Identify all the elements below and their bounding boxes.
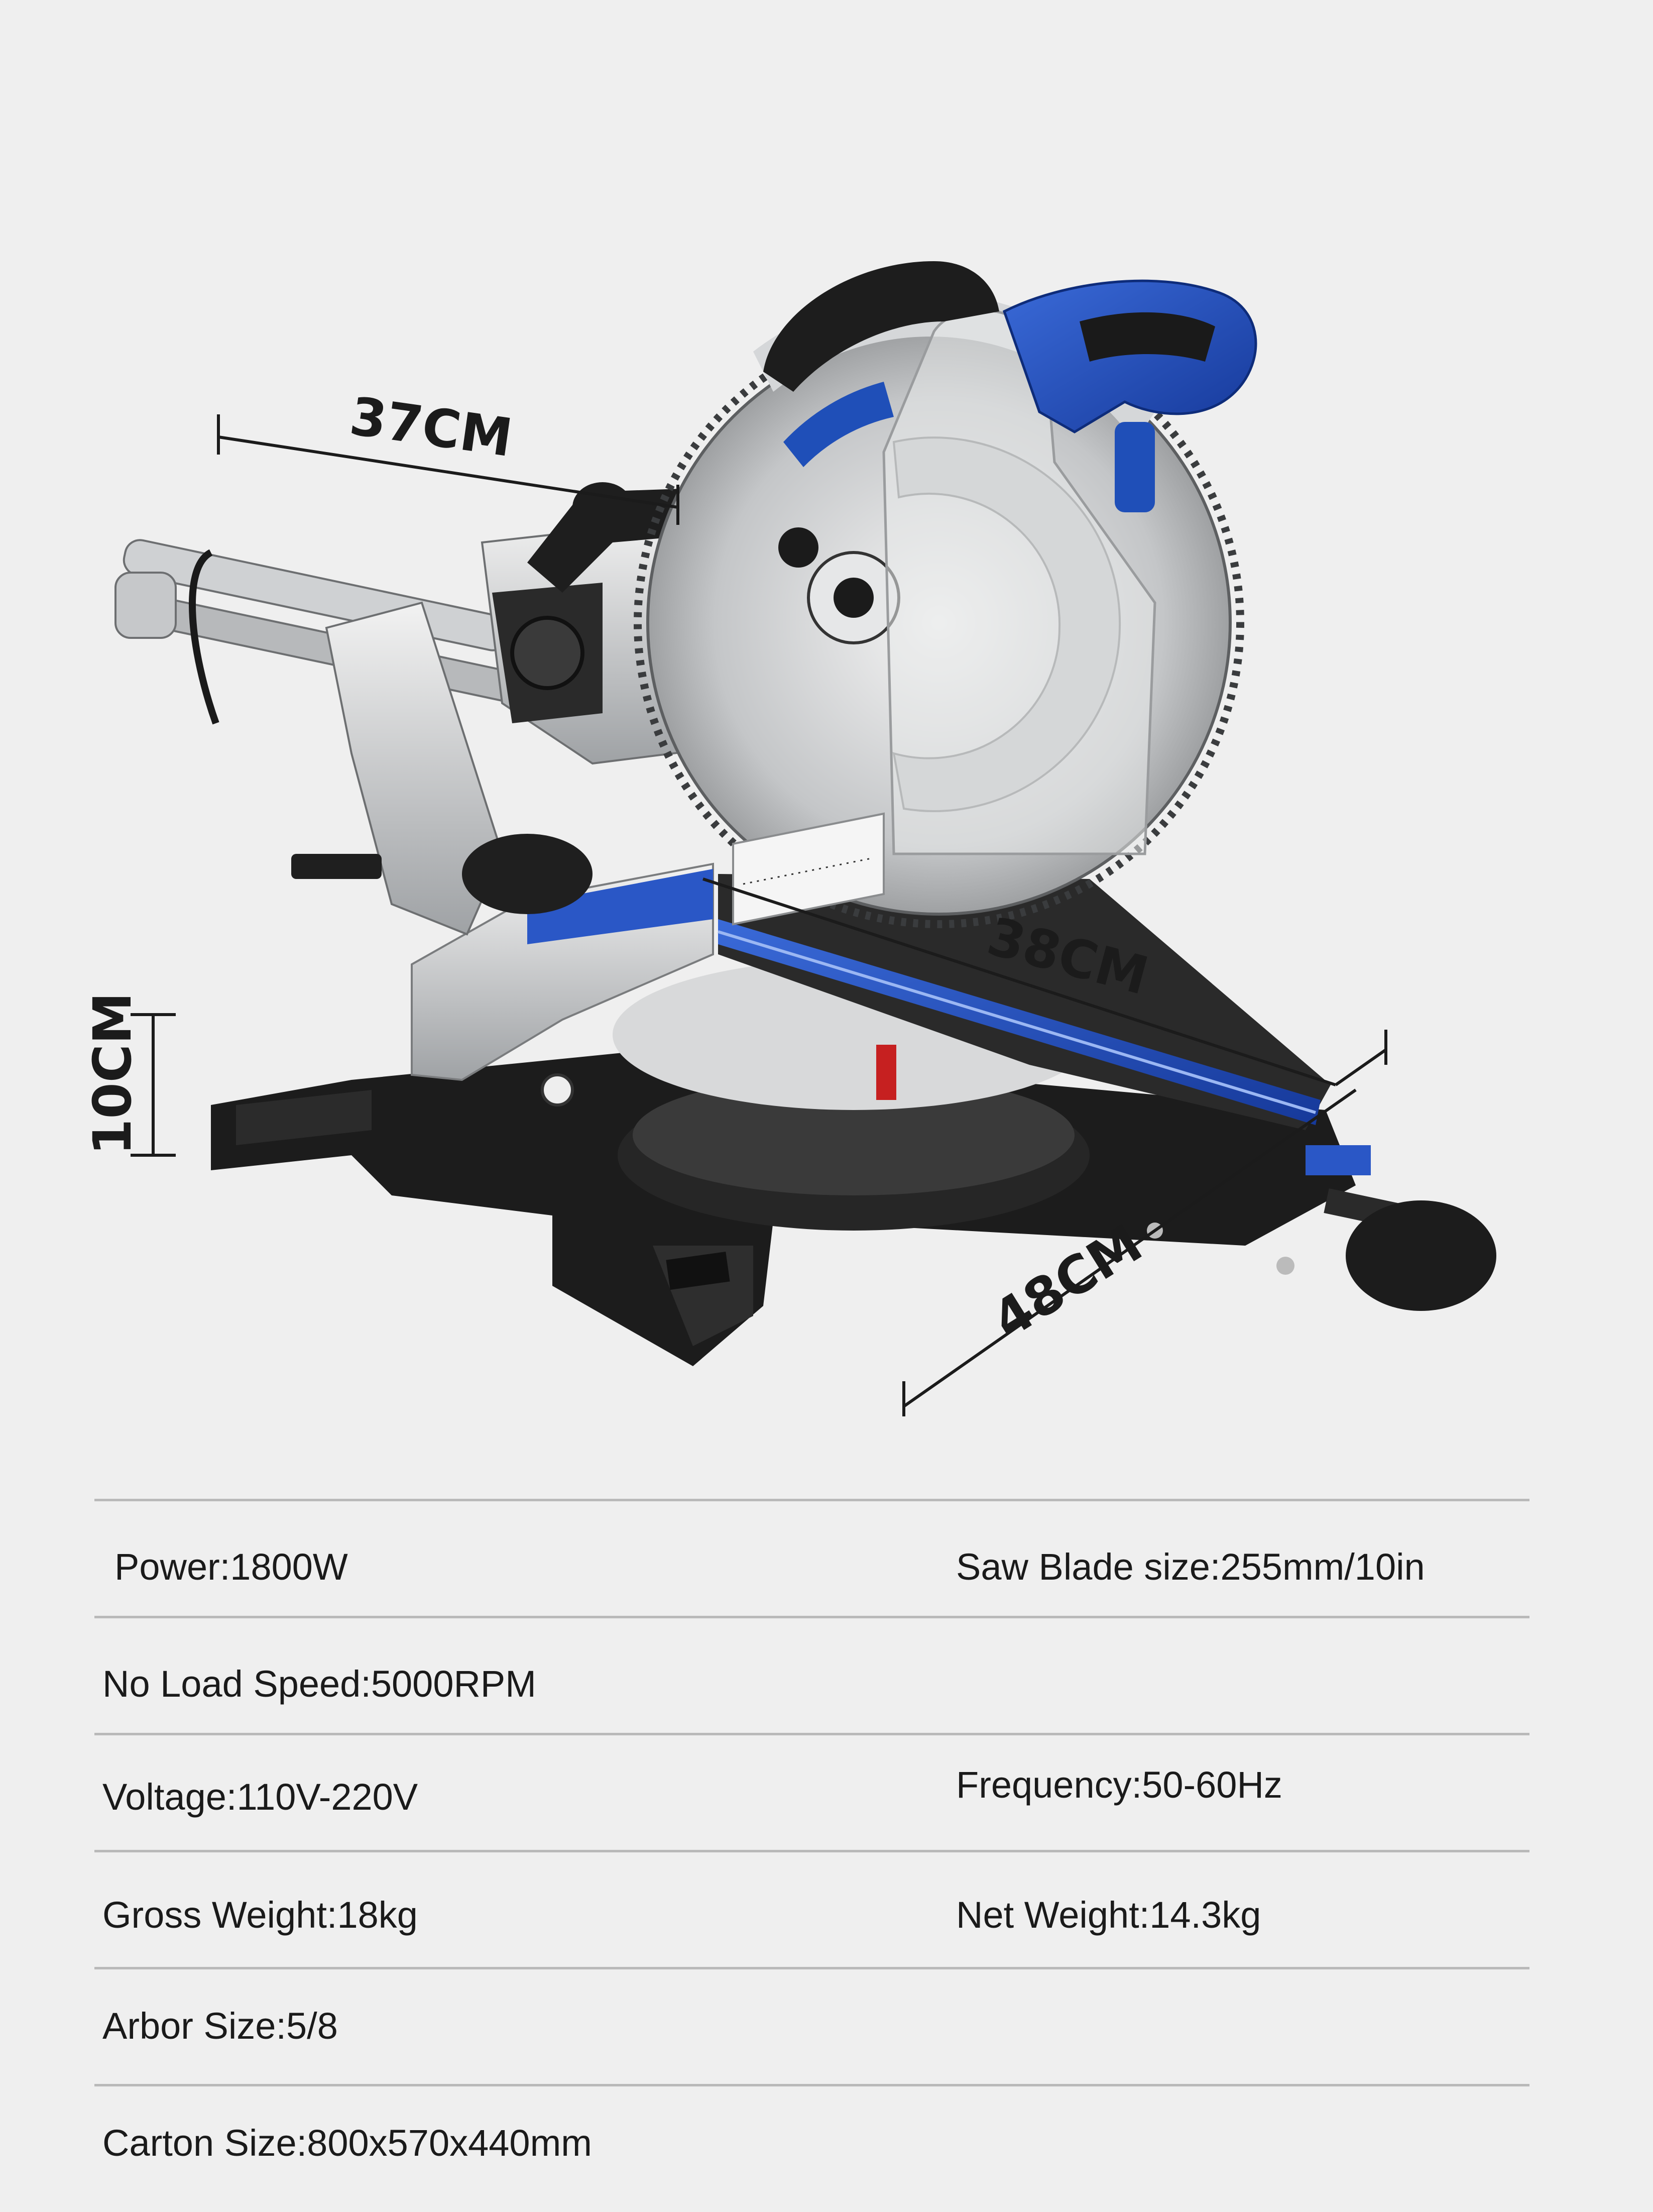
dimension-lines xyxy=(131,414,1387,1416)
spec-net-weight: Net Weight:14.3kg xyxy=(956,1894,1261,1936)
saw-base xyxy=(211,1050,1356,1366)
spec-table: Power:1800W Saw Blade size:255mm/10in No… xyxy=(94,1499,1529,2201)
slide-rails xyxy=(114,539,520,725)
spec-power: Power:1800W xyxy=(114,1546,348,1588)
spec-row: Power:1800W Saw Blade size:255mm/10in xyxy=(94,1499,1529,1616)
spec-row: Voltage:110V-220V Frequency:50-60Hz xyxy=(94,1733,1529,1850)
miter-saw-illustration: 37CM 38CM 48CM 10CM xyxy=(82,261,1496,1416)
clamp-knob xyxy=(1147,1188,1496,1311)
spec-arbor-size: Arbor Size:5/8 xyxy=(102,2005,338,2047)
spec-frequency: Frequency:50-60Hz xyxy=(956,1764,1282,1806)
spec-blade-size: Saw Blade size:255mm/10in xyxy=(956,1546,1425,1588)
spec-gross-weight: Gross Weight:18kg xyxy=(102,1894,418,1936)
spec-row: No Load Speed:5000RPM xyxy=(94,1616,1529,1733)
spec-row: Arbor Size:5/8 xyxy=(94,1967,1529,2084)
turntable xyxy=(411,862,1371,1175)
spec-row: Carton Size:800x570x440mm xyxy=(94,2084,1529,2201)
spec-row: Gross Weight:18kg Net Weight:14.3kg xyxy=(94,1850,1529,1967)
spec-voltage: Voltage:110V-220V xyxy=(102,1776,418,1818)
measuring-scale xyxy=(732,812,885,926)
height-dimension-label: 10CM xyxy=(82,992,143,1155)
saw-handle xyxy=(1002,279,1257,512)
spec-no-load-speed: No Load Speed:5000RPM xyxy=(102,1663,536,1705)
spec-carton-size: Carton Size:800x570x440mm xyxy=(102,2122,592,2164)
width-dimension-label: 37CM xyxy=(346,385,516,469)
